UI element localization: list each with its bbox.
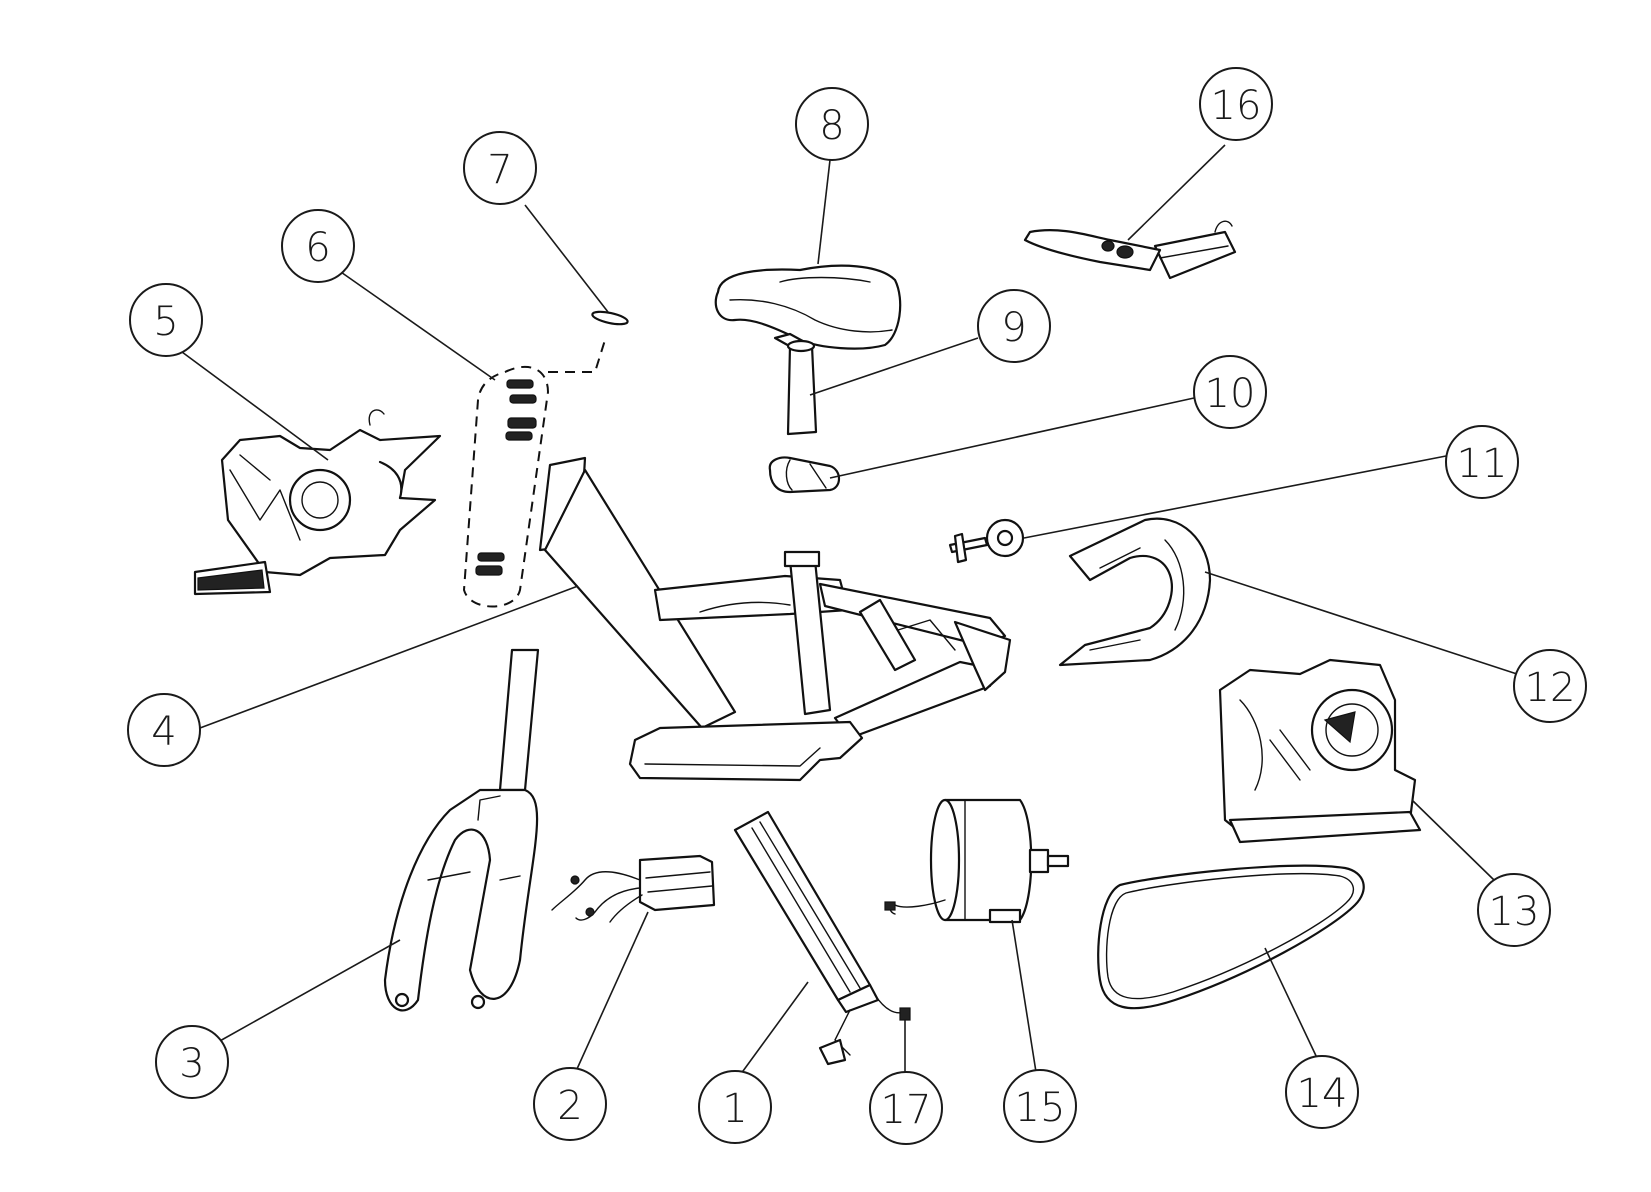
- leader-15: [1011, 919, 1037, 1073]
- callout-7: 7: [463, 131, 537, 205]
- callout-14: 14: [1285, 1055, 1359, 1129]
- callout-2-label: 2: [557, 1083, 582, 1129]
- chain-guard-part: [1058, 517, 1212, 667]
- callout-8-label: 8: [819, 103, 844, 149]
- leader-2: [571, 911, 649, 1081]
- leader-14: [1264, 947, 1319, 1061]
- callout-14-label: 14: [1297, 1071, 1348, 1117]
- callout-8: 8: [795, 87, 869, 161]
- callout-7-label: 7: [487, 147, 512, 193]
- callout-2: 2: [533, 1067, 607, 1141]
- leader-4: [199, 585, 579, 729]
- callout-9: 9: [977, 289, 1051, 363]
- callout-11-label: 11: [1457, 441, 1508, 487]
- callout-15: 15: [1003, 1069, 1077, 1143]
- frame-part: [538, 456, 1012, 782]
- callout-17-label: 17: [881, 1087, 932, 1133]
- controller-part: [551, 854, 716, 923]
- bolt-washer-part: [948, 518, 1025, 564]
- leader-1: [734, 981, 809, 1083]
- callout-15-label: 15: [1015, 1085, 1066, 1131]
- leader-10: [829, 397, 1195, 479]
- callout-9-label: 9: [1001, 305, 1026, 351]
- callout-13: 13: [1477, 873, 1551, 947]
- motor-part: [884, 798, 1070, 924]
- top-cap-part: [591, 310, 629, 326]
- callout-11: 11: [1445, 425, 1519, 499]
- callout-12-label: 12: [1525, 665, 1576, 711]
- seat-part: [714, 264, 902, 354]
- leader-12: [1204, 571, 1521, 676]
- headset-kit-part: [462, 339, 606, 608]
- leader-3: [217, 939, 401, 1043]
- drive-belt-part: [1097, 864, 1365, 1010]
- callout-3-label: 3: [179, 1041, 204, 1087]
- leader-9: [809, 337, 979, 396]
- leader-13: [1411, 799, 1495, 881]
- leader-16: [1127, 144, 1226, 241]
- callout-6: 6: [281, 209, 355, 283]
- leader-6: [337, 269, 496, 381]
- callout-13-label: 13: [1489, 889, 1540, 935]
- seat-post-part: [786, 339, 818, 436]
- callout-3: 3: [155, 1025, 229, 1099]
- callout-5-label: 5: [153, 299, 178, 345]
- leader-8: [817, 159, 831, 265]
- callout-16-label: 16: [1211, 83, 1262, 129]
- throttle-grip-part: [733, 810, 911, 1066]
- callout-5: 5: [129, 283, 203, 357]
- leader-5: [181, 351, 329, 461]
- callout-16: 16: [1199, 67, 1273, 141]
- leader-11: [1023, 455, 1447, 539]
- callout-1: 1: [698, 1070, 772, 1144]
- front-fork-part: [383, 648, 540, 1012]
- callout-10: 10: [1193, 355, 1267, 429]
- seat-clamp-part: [768, 456, 841, 494]
- leader-7: [524, 204, 609, 313]
- callout-1-label: 1: [722, 1086, 747, 1132]
- callout-6-label: 6: [305, 225, 330, 271]
- leader-lines: [181, 144, 1521, 1083]
- callout-10-label: 10: [1205, 371, 1256, 417]
- battery-pack-part: [1218, 658, 1422, 844]
- callout-17: 17: [869, 1071, 943, 1145]
- handlebar-part: [193, 409, 442, 596]
- callout-4-label: 4: [151, 709, 176, 755]
- callout-12: 12: [1513, 649, 1587, 723]
- charger-part: [1023, 220, 1237, 280]
- callout-4: 4: [127, 693, 201, 767]
